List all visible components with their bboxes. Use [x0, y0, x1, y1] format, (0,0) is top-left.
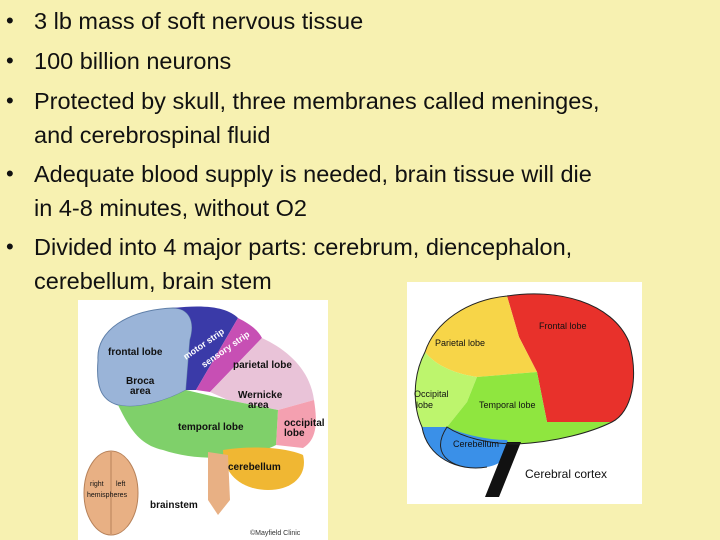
credit-label: ©Mayfield Clinic	[250, 529, 301, 537]
bullet-line: Protected by skull, three membranes call…	[34, 88, 600, 114]
frontal-label: frontal lobe	[108, 347, 163, 358]
bullet-symbol: •	[6, 88, 14, 113]
brain-lobes-diagram-right: Frontal lobe Parietal lobe Occipital lob…	[407, 282, 642, 504]
wernicke-label: Wernicke	[238, 390, 283, 401]
hemispheres-label: hemispheres	[87, 492, 128, 499]
brainstem-region	[208, 452, 230, 515]
frontal-label-right: Frontal lobe	[539, 321, 587, 331]
bullet-line: Divided into 4 major parts: cerebrum, di…	[34, 234, 573, 260]
parietal-region	[425, 296, 537, 377]
temporal-label: temporal lobe	[178, 422, 244, 433]
brain-lobes-diagram-left: frontal lobe motor strip sensory strip p…	[78, 300, 328, 540]
bullet-item: • Divided into 4 major parts: cerebrum, d…	[0, 230, 720, 298]
sensory-strip-region	[196, 318, 262, 392]
cerebellum-label-right: Cerebellum	[453, 439, 499, 449]
motor-strip-region	[173, 306, 238, 390]
bullet-symbol: •	[6, 8, 14, 33]
brainstem-label: brainstem	[150, 500, 198, 511]
frontal-region	[507, 293, 634, 422]
right-label: right	[90, 481, 104, 488]
bullet-symbol: •	[6, 234, 14, 259]
occipital-label-right: Occipital	[414, 389, 449, 399]
occipital-lobe-label-right: lobe	[416, 400, 433, 410]
temporal-region	[447, 372, 612, 444]
bullet-line: 100 billion neurons	[34, 48, 232, 74]
temporal-lobe-region	[118, 390, 278, 458]
broca-area-label: area	[130, 386, 151, 397]
bullet-item: • 100 billion neurons	[0, 44, 720, 78]
bullet-item: • Protected by skull, three membranes cal…	[0, 84, 720, 152]
wernicke-area-label: area	[248, 400, 269, 411]
temporal-label-right: Temporal lobe	[479, 400, 536, 410]
parietal-lobe-region	[210, 338, 314, 410]
cerebellum-label: cerebellum	[228, 462, 281, 473]
bullet-symbol: •	[6, 161, 14, 186]
cerebellum-region	[223, 447, 304, 490]
brain-stem-region	[485, 442, 521, 497]
broca-label: Broca	[126, 376, 155, 387]
bullet-list: • 3 lb mass of soft nervous tissue • 100 bi…	[0, 4, 720, 303]
bullet-symbol: •	[6, 48, 14, 73]
bullet-line: in 4-8 minutes, without O2	[34, 195, 307, 221]
bullet-item: • Adequate blood supply is needed, brain …	[0, 157, 720, 225]
occipital-label: occipital	[284, 418, 325, 429]
parietal-label-right: Parietal lobe	[435, 338, 485, 348]
cerebellum-region-right	[422, 427, 509, 468]
bullet-line: Adequate blood supply is needed, brain t…	[34, 161, 592, 187]
occipital-lobe-region	[276, 400, 316, 448]
bullet-item: • 3 lb mass of soft nervous tissue	[0, 4, 720, 38]
cortex-label: Cerebral cortex	[525, 467, 607, 481]
occipital-region	[415, 352, 477, 427]
bullet-line: 3 lb mass of soft nervous tissue	[34, 8, 364, 34]
bullet-line: and cerebrospinal fluid	[34, 122, 271, 148]
left-label: left	[116, 481, 125, 488]
bullet-line: cerebellum, brain stem	[34, 268, 272, 294]
occipital-lobe-label: lobe	[284, 428, 305, 439]
parietal-label: parietal lobe	[233, 360, 292, 371]
